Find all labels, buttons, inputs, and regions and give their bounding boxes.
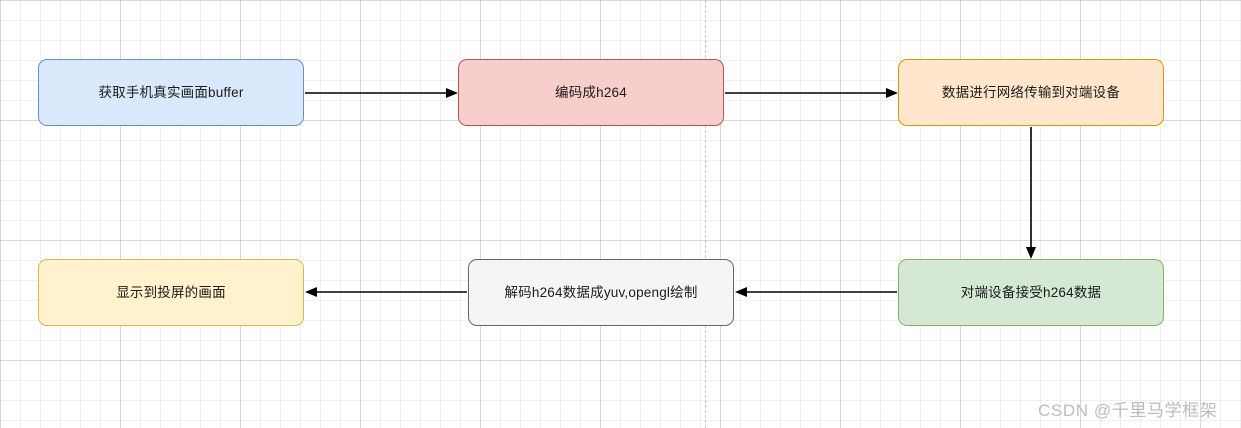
node-label: 获取手机真实画面buffer xyxy=(98,84,244,100)
csdn-watermark: CSDN @千里马学框架 xyxy=(1038,401,1218,420)
edge-encode-to-transmit xyxy=(725,88,898,98)
node-label: 对端设备接受h264数据 xyxy=(960,284,1102,300)
edge-receive-to-decode xyxy=(735,287,897,297)
node-decode-yuv-opengl[interactable]: 解码h264数据成yuv,opengl绘制 xyxy=(468,259,734,326)
node-label: 显示到投屏的画面 xyxy=(116,284,226,300)
node-network-transmit[interactable]: 数据进行网络传输到对端设备 xyxy=(898,59,1164,126)
page-break-line xyxy=(705,0,706,428)
edge-capture-to-encode xyxy=(305,88,458,98)
node-peer-receive-h264[interactable]: 对端设备接受h264数据 xyxy=(898,259,1164,326)
edge-decode-to-display xyxy=(305,287,467,297)
node-capture-screen-buffer[interactable]: 获取手机真实画面buffer xyxy=(38,59,304,126)
node-label: 解码h264数据成yuv,opengl绘制 xyxy=(504,284,698,300)
edge-transmit-to-receive xyxy=(1026,127,1036,259)
node-label: 编码成h264 xyxy=(555,84,627,100)
node-encode-h264[interactable]: 编码成h264 xyxy=(458,59,724,126)
node-display-cast-screen[interactable]: 显示到投屏的画面 xyxy=(38,259,304,326)
node-label: 数据进行网络传输到对端设备 xyxy=(941,84,1121,100)
